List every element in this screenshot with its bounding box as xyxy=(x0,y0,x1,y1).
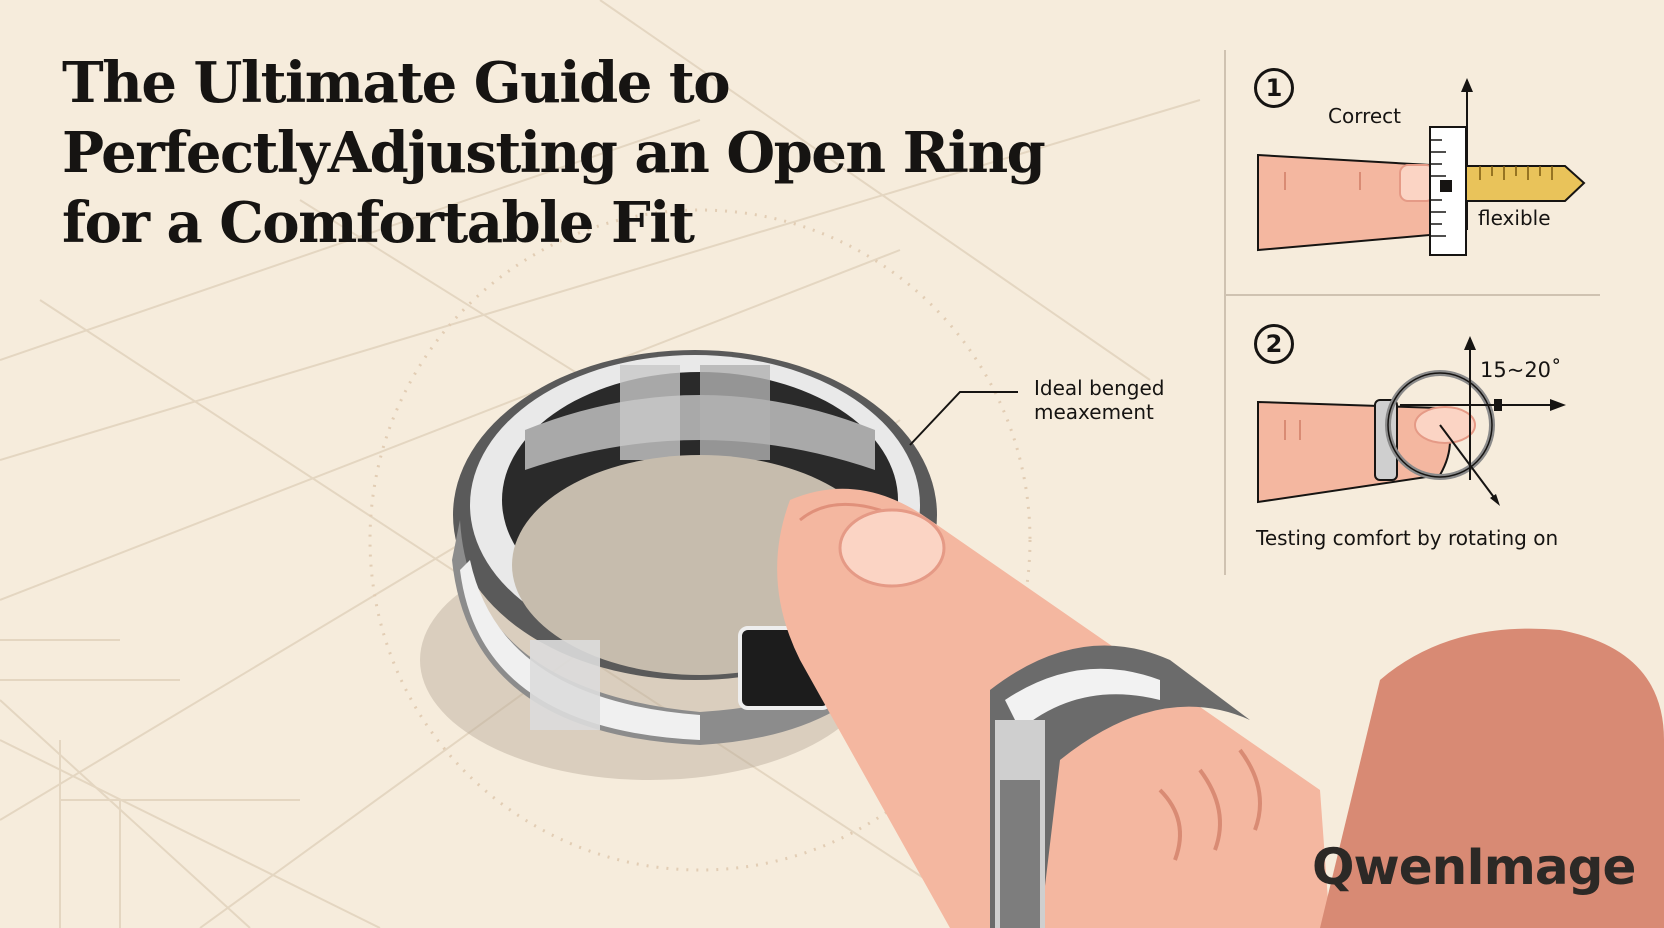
step1-illustration xyxy=(1257,78,1586,256)
step-1-flexible-label: flexible xyxy=(1478,206,1551,230)
callout-line-1: Ideal benged xyxy=(1034,376,1165,400)
step-2-angle-label: 15~20˚ xyxy=(1480,358,1562,382)
callout-label: Ideal benged meaxement xyxy=(1034,376,1164,424)
measuring-tape xyxy=(1465,165,1586,202)
watermark-logo: QwenImage xyxy=(1312,838,1636,896)
callout-leader xyxy=(909,391,1018,446)
step-1-correct-label: Correct xyxy=(1328,104,1401,128)
callout-line-2: meaxement xyxy=(1034,400,1154,424)
hand-palm xyxy=(1320,628,1664,928)
title-line-1: The Ultimate Guide to xyxy=(62,50,731,116)
step-2-badge: 2 xyxy=(1254,324,1294,364)
title-line-2: PerfectlyAdjusting an Open Ring xyxy=(62,120,1046,186)
fingernail xyxy=(838,508,946,588)
ring-on-finger xyxy=(990,645,1250,928)
page-title: The Ultimate Guide to PerfectlyAdjusting… xyxy=(62,48,1046,258)
title-line-3: for a Comfortable Fit xyxy=(62,190,695,256)
measurement-dial xyxy=(368,208,1032,872)
step2-illustration xyxy=(1257,336,1566,506)
step-1-badge: 1 xyxy=(1254,68,1294,108)
step-2-caption: Testing comfort by rotating on xyxy=(1256,526,1559,550)
